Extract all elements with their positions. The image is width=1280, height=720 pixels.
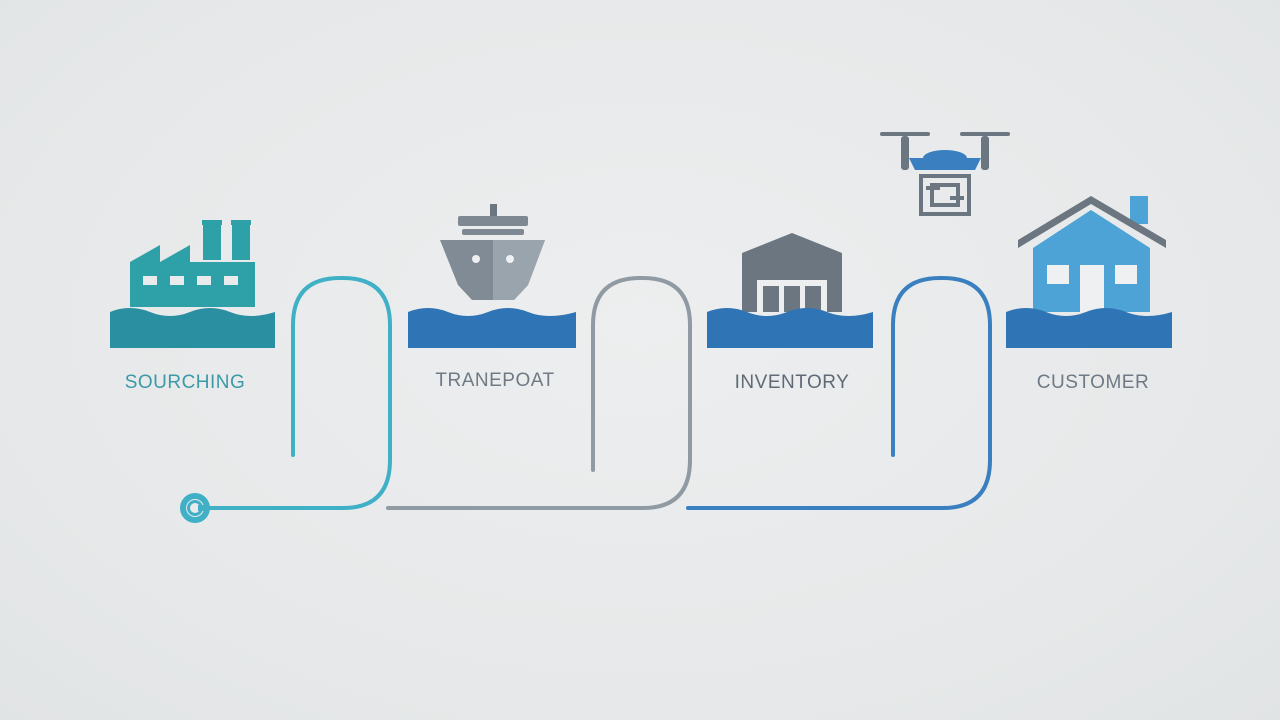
path-segment-sourcing [196,276,392,510]
start-point-icon [180,493,210,523]
stage-label-inventory: INVENTORY [734,372,850,393]
path-segment-inventory [686,276,992,510]
house-icon [1006,196,1172,348]
factory-icon [110,220,275,348]
cargo-ship-icon [408,204,576,348]
delivery-drone-icon [880,132,1010,216]
warehouse-icon [707,233,873,348]
path-segment-transport [386,276,692,510]
stage-label-sourcing: SOURCHING [124,372,246,393]
stage-label-customer: CUSTOMER [1036,372,1150,393]
stage-label-transport: TRANEPOAT [435,370,555,391]
